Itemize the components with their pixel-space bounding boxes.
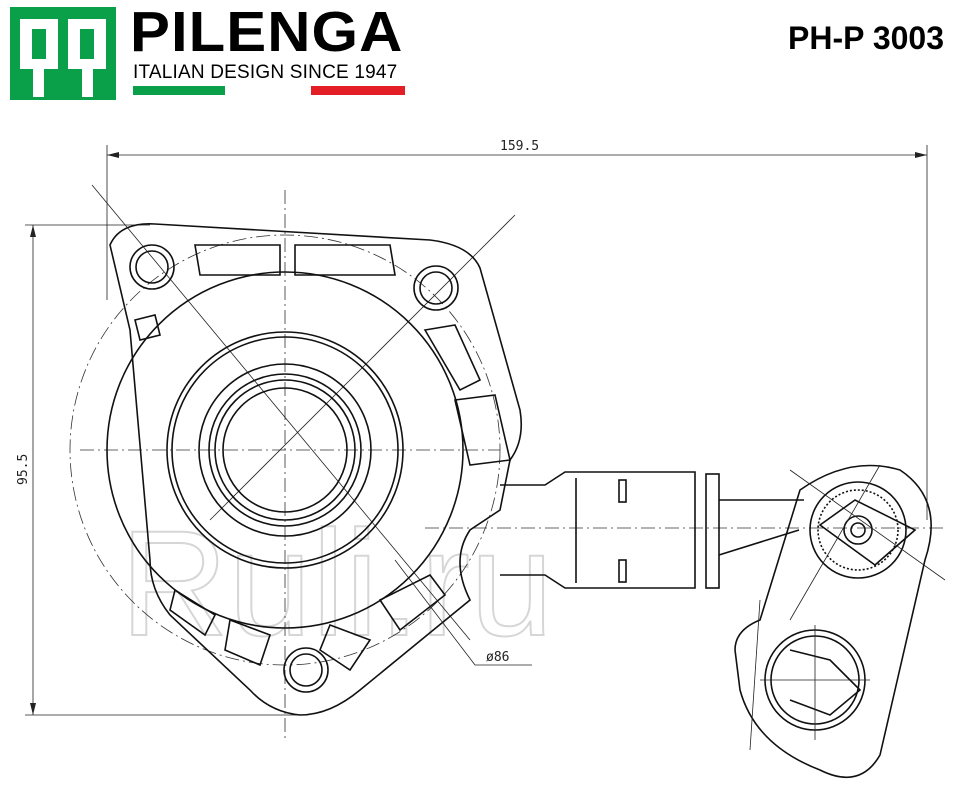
release-bearing xyxy=(106,271,464,629)
mounting-hole xyxy=(129,244,175,290)
mounting-hole xyxy=(283,647,329,693)
width-dimension: 159.5 xyxy=(106,139,928,520)
diameter-label: ø86 xyxy=(486,650,509,665)
qp-logo-icon xyxy=(20,19,106,97)
mounting-hole xyxy=(413,265,459,311)
lever-arm xyxy=(734,464,946,779)
width-dimension-label: 159.5 xyxy=(500,139,539,154)
flange-outline xyxy=(109,223,523,716)
brand-name: PILENGA xyxy=(130,0,404,64)
brand-tagline: ITALIAN DESIGN SINCE 1947 xyxy=(133,62,398,83)
logo-mark xyxy=(10,7,116,100)
part-number: PH-P 3003 xyxy=(788,20,944,56)
height-dimension: 95.5 xyxy=(16,224,300,716)
height-dimension-label: 95.5 xyxy=(16,454,31,485)
watermark: Ruli.ru xyxy=(120,499,553,667)
italian-flag-green-bar xyxy=(133,86,225,95)
italian-flag-red-bar xyxy=(311,86,405,95)
